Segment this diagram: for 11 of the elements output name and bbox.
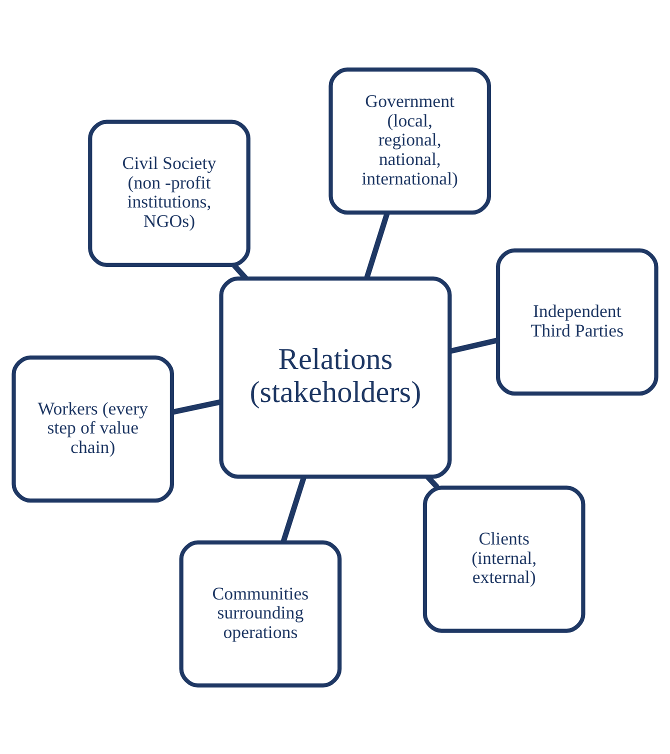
connector [449,337,498,354]
node-box: Communities surrounding operations [179,540,342,688]
connector [364,212,390,278]
connector [172,398,222,414]
node-box: Independent Third Parties [496,248,658,396]
node-box: Workers (every step of value chain) [12,354,174,502]
connector [280,476,306,542]
node-box: Government (local, regional, national, international) [328,66,492,214]
node-box: Civil Society (non -profit institutions, NGOs) [88,119,250,266]
node-box: Clients (internal, external) [422,485,586,632]
node-box: Relations (stakeholders) [219,276,452,478]
